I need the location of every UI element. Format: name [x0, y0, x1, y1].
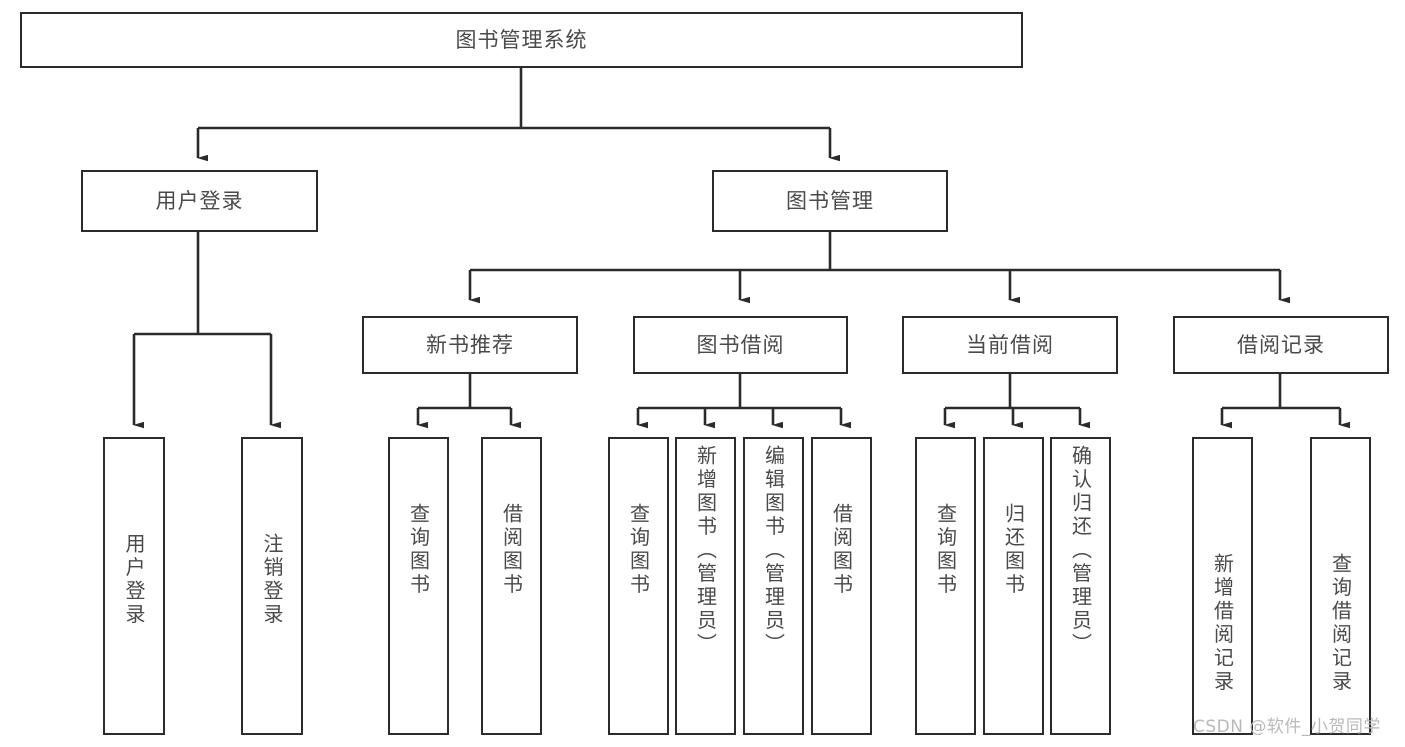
node-label: 查询图书	[626, 503, 651, 597]
node-label: 归还图书	[1001, 503, 1026, 597]
node-label: 借阅记录	[1237, 332, 1325, 357]
node-label: 注销登录	[260, 533, 284, 627]
leaf-book-borrow-edit-book-admin[interactable]: 编辑图书（管理员）	[743, 437, 804, 735]
leaf-current-borrow-return-book[interactable]: 归还图书	[983, 437, 1044, 735]
leaf-borrow-record-query-record[interactable]: 查询借阅记录	[1310, 437, 1371, 735]
node-label: 借阅图书	[829, 503, 854, 597]
node-label: 新增借阅记录	[1210, 553, 1235, 694]
node-label: 查询借阅记录	[1328, 553, 1353, 694]
leaf-book-borrow-add-book-admin[interactable]: 新增图书（管理员）	[675, 437, 736, 735]
node-book-borrow[interactable]: 图书借阅	[633, 316, 848, 374]
node-label: 查询图书	[406, 503, 431, 597]
node-label: 图书管理系统	[455, 27, 588, 52]
node-book-management[interactable]: 图书管理	[712, 170, 948, 232]
node-label: 查询图书	[933, 503, 958, 597]
leaf-current-borrow-confirm-return-admin[interactable]: 确认归还（管理员）	[1050, 437, 1111, 735]
node-label: 当前借阅	[966, 332, 1054, 357]
node-label: 用户登录	[155, 188, 244, 213]
node-borrow-record[interactable]: 借阅记录	[1173, 316, 1389, 374]
node-label: 图书借阅	[696, 332, 785, 357]
leaf-book-borrow-borrow-book[interactable]: 借阅图书	[811, 437, 872, 735]
node-label: 借阅图书	[499, 503, 524, 597]
node-label: 图书管理	[786, 188, 874, 213]
leaf-new-book-borrow-book[interactable]: 借阅图书	[481, 437, 542, 735]
node-label: 新书推荐	[426, 332, 514, 357]
leaf-user-login-logout[interactable]: 注销登录	[241, 437, 303, 735]
leaf-current-borrow-query-book[interactable]: 查询图书	[915, 437, 976, 735]
leaf-book-borrow-query-book[interactable]: 查询图书	[608, 437, 669, 735]
node-current-borrow[interactable]: 当前借阅	[902, 316, 1118, 374]
node-label: 确认归还（管理员）	[1068, 445, 1093, 657]
node-label: 用户登录	[122, 533, 146, 627]
node-root-book-management-system[interactable]: 图书管理系统	[20, 12, 1023, 68]
leaf-user-login-login[interactable]: 用户登录	[103, 437, 165, 735]
node-label: 编辑图书（管理员）	[761, 445, 786, 657]
node-label: 新增图书（管理员）	[693, 445, 718, 657]
leaf-borrow-record-add-record[interactable]: 新增借阅记录	[1192, 437, 1253, 735]
leaf-new-book-query-book[interactable]: 查询图书	[388, 437, 449, 735]
node-user-login[interactable]: 用户登录	[81, 170, 318, 232]
csdn-watermark: CSDN @软件_小贺同学	[1193, 717, 1381, 737]
node-new-book-recommend[interactable]: 新书推荐	[362, 316, 578, 374]
